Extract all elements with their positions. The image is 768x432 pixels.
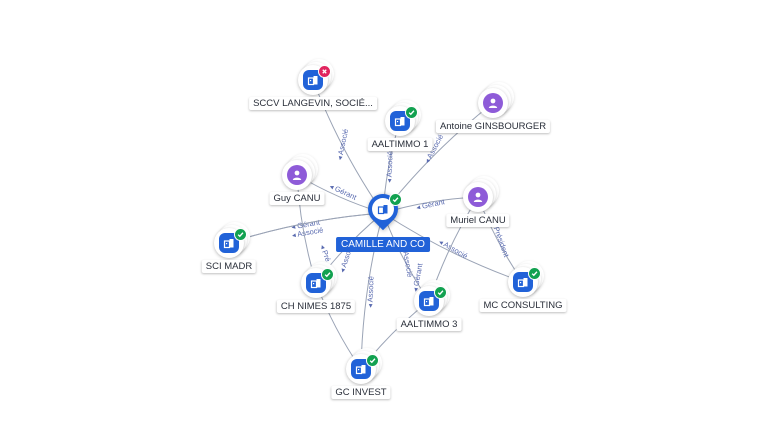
node-label: AALTIMMO 3: [396, 318, 462, 331]
node-label: AALTIMMO 1: [367, 138, 433, 151]
node-label: GC INVEST: [331, 386, 391, 399]
node-label: MC CONSULTING: [479, 299, 567, 312]
active-status-icon: [434, 286, 447, 299]
person-icon: [483, 93, 503, 113]
building-icon: [219, 233, 239, 253]
person-icon: [468, 187, 488, 207]
active-status-icon: [234, 228, 247, 241]
center-node-label: CAMILLE AND CO: [336, 237, 430, 252]
edge-label: ◂ Pré: [318, 243, 332, 263]
building-icon: [303, 70, 323, 90]
building-icon: [372, 198, 394, 220]
building-icon: [351, 359, 371, 379]
node-label: Guy CANU: [269, 192, 325, 205]
active-status-icon: [366, 354, 379, 367]
node-label: CH NIMES 1875: [276, 300, 356, 313]
node-label: SCCV LANGEVIN, SOCIÉ...: [249, 97, 377, 110]
node-label: Muriel CANU: [446, 214, 510, 227]
active-status-icon: [321, 268, 334, 281]
building-icon: [513, 272, 533, 292]
edge-label: ◂ Associé: [384, 151, 394, 183]
edge-center-mcconsulting: [382, 212, 524, 283]
closed-status-icon: [318, 65, 331, 78]
edge-label: ◂ Gérant: [328, 182, 359, 203]
active-status-icon: [389, 193, 402, 206]
active-status-icon: [405, 106, 418, 119]
node-label: SCI MADR: [201, 260, 257, 273]
building-icon: [306, 273, 326, 293]
edge-label: ◂ Associé: [365, 276, 375, 308]
active-status-icon: [528, 267, 541, 280]
edge-label: ◂ Gérant: [415, 197, 446, 212]
building-icon: [419, 291, 439, 311]
node-label: Antoine GINSBOURGER: [435, 120, 551, 133]
person-icon: [287, 165, 307, 185]
building-icon: [390, 111, 410, 131]
